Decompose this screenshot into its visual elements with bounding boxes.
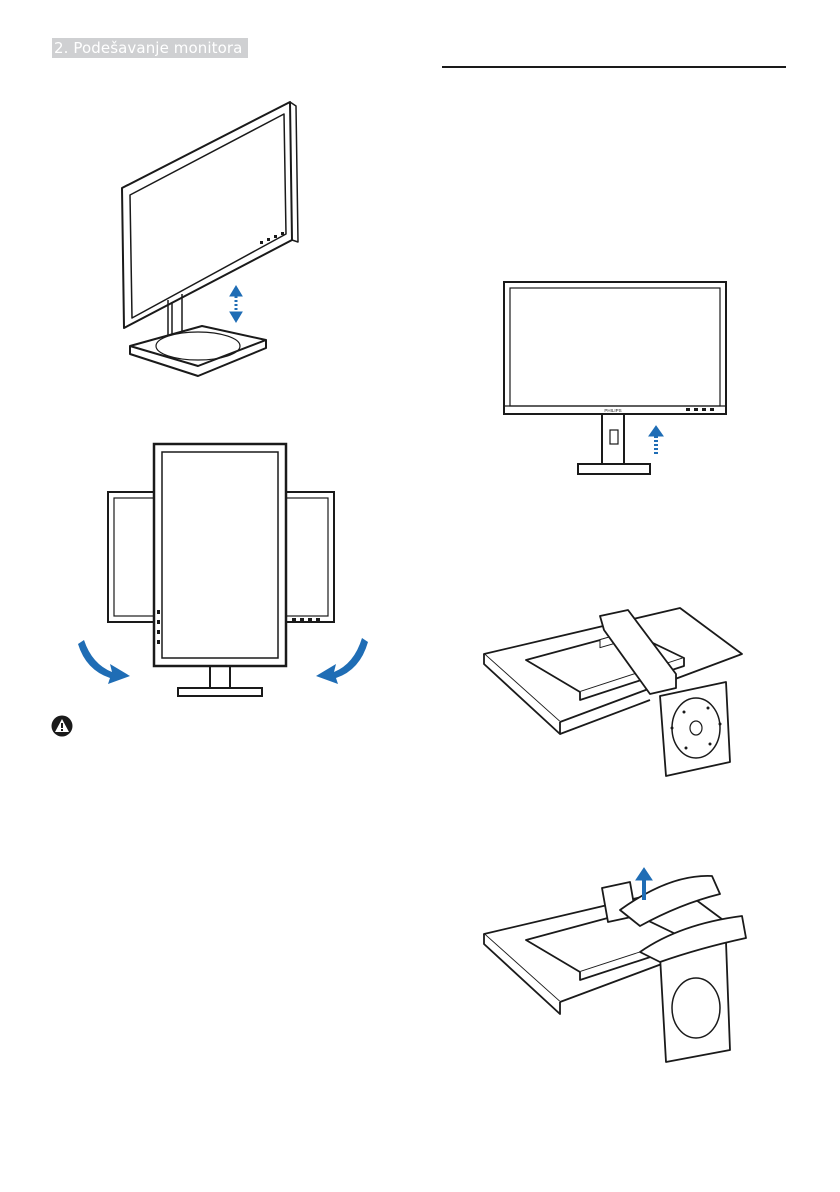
stand-folded-illustration — [480, 604, 752, 778]
section-title-tab: 2. Podešavanje monitora — [52, 38, 248, 58]
stand-release-illustration — [480, 864, 752, 1064]
front-view-illustration: PHILIPS — [500, 278, 732, 480]
pivot-illustration — [78, 440, 368, 708]
header-rule — [442, 66, 786, 68]
height-adjust-illustration — [110, 96, 300, 386]
brand-label: PHILIPS — [604, 408, 621, 413]
double-arrow-vertical-icon — [230, 286, 242, 322]
warning-triangle-icon — [51, 715, 73, 737]
up-arrow-icon — [649, 426, 663, 456]
